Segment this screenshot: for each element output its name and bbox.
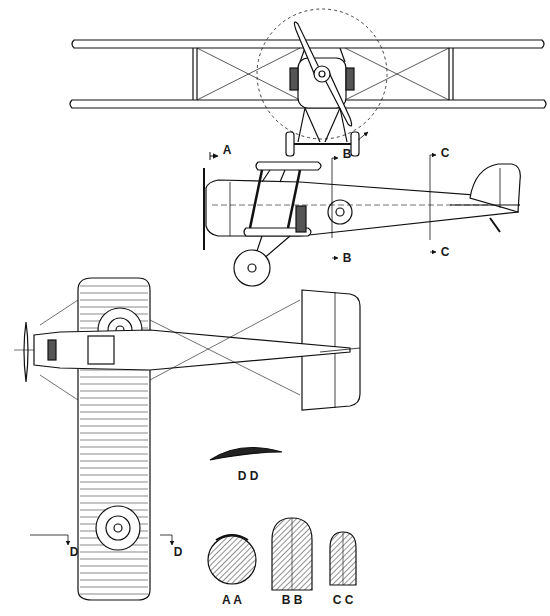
wing-rib [80,419,148,420]
wing-rib [80,307,148,308]
wing-rib [80,398,148,399]
wing-rib [80,468,148,469]
wing-rib [80,496,148,497]
wing-rib [80,286,148,287]
section-label: A A [222,594,242,606]
wing-rib [80,559,148,560]
wing-rib [80,433,148,434]
front-view [70,9,546,156]
section-marker: A [223,144,232,156]
wing-rib [80,447,148,448]
wing-rib [80,384,148,385]
side-view [204,152,520,286]
sections [208,448,356,591]
wing-rib [80,454,148,455]
wing-rib [80,573,148,574]
wing-rib [80,405,148,406]
wing-rib [80,426,148,427]
section-marker: C [441,246,450,258]
wing-rib [80,391,148,392]
wing-rib [80,587,148,588]
section-marker: C [441,147,450,159]
wing-rib [80,377,148,378]
wing-rib [80,594,148,595]
wing-rib [80,300,148,301]
wing-rib [80,475,148,476]
section-marker: D [174,546,183,558]
wing-rib [80,461,148,462]
wing-rib [80,552,148,553]
section-label: D D [238,470,259,482]
section-label: C C [333,594,354,606]
section-marker: B [343,252,352,264]
wing-rib [80,503,148,504]
wing-rib [80,482,148,483]
wing-rib [80,580,148,581]
section-marker: D [70,546,79,558]
wing-rib [80,489,148,490]
section-label: B B [282,594,303,606]
wing-rib [80,566,148,567]
section-marker: B [343,148,352,160]
wing-rib [80,440,148,441]
wing-rib [80,412,148,413]
plan-view [14,278,360,600]
wing-rib [80,293,148,294]
